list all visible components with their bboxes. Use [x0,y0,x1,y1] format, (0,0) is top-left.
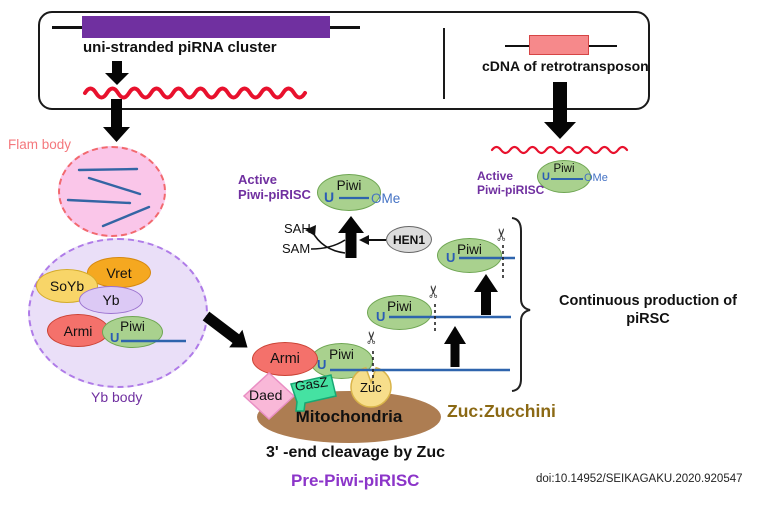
piwi-protein-ybbody: Piwi [102,316,163,348]
rna-squiggle-right [490,145,629,155]
pirna-cluster-gene-rect [82,16,330,38]
cdna-label: cDNA of retrotransposon [482,58,649,74]
sam-label: SAM [282,241,311,256]
piwi-label: Piwi [329,347,354,362]
piwi-pirisc-top: Piwi [437,238,502,273]
arrow-methylation-up [338,216,364,258]
vret-label: Vret [106,264,132,281]
scissors-icon: ✂ [362,330,382,345]
genome-source-box [38,11,650,110]
u-nucleotide: U [110,330,120,345]
cleavage-label: 3' -end cleavage by Zuc [266,444,445,461]
pre-piwi-pirisc-label: Pre-Piwi-piRISC [291,471,420,490]
flam-body-circle [58,146,166,237]
zuc-label: Zuc [360,380,382,395]
piwi-label: Piwi [336,178,362,193]
piwi-pirisc-center: Piwi [317,174,381,211]
yb-label: Yb [102,292,120,308]
cdna-gene-rect [529,35,589,55]
active-pirisc-label-center: Active Piwi-piRISC [238,172,311,202]
armi-label: Armi [63,322,93,339]
u-nucleotide: U [324,189,335,205]
piwi-label: Piwi [120,319,145,334]
u-nucleotide: U [376,309,386,324]
arrow-production-up-2 [444,326,466,367]
sah-label: SAH [284,221,311,236]
piwi-pirisc-middle: Piwi [367,295,432,330]
armi-label: Armi [270,351,300,367]
hen1-reaction-arrows [305,225,386,254]
piwi-label: Piwi [553,163,575,175]
piwi-pirisc-right: Piwi [537,160,591,193]
u-nucleotide: U [542,171,550,183]
ome-modification: OMe [371,191,401,206]
arrow-ybbody-to-mito [202,311,248,348]
ome-modification: OMe [584,172,608,184]
continuous-production-brace [511,217,531,392]
mitochondria-ellipse: Mitochondria [257,391,441,443]
piwi-label: Piwi [387,299,412,314]
yb-protein: Yb [79,286,143,314]
daed-label: Daed [249,387,283,403]
scissors-icon: ✂ [424,284,444,299]
hen1-enzyme: HEN1 [386,226,432,253]
hen1-label: HEN1 [392,232,425,247]
uni-cluster-label: uni-stranded piRNA cluster [83,39,277,56]
u-nucleotide: U [317,357,327,372]
soyb-label: SoYb [49,278,85,294]
armi-protein: Armi [47,314,109,347]
mitochondria-label: Mitochondria [295,407,403,426]
zuc-zucchini-label: Zuc:Zucchini [447,401,556,421]
arrow-production-up-1 [474,274,498,315]
armi-protein-mito: Armi [252,342,318,376]
flam-body-label: Flam body [8,137,72,152]
active-pirisc-label-right: Active Piwi-piRISC [477,169,545,197]
box-divider-line [443,28,445,99]
u-nucleotide: U [446,250,456,265]
continuous-production-label: Continuous production of piRSC [559,293,737,328]
soyb-protein: SoYb [36,269,98,303]
piwi-label: Piwi [457,242,482,257]
yb-body-label: Yb body [91,389,143,405]
doi-reference: doi:10.14952/SEIKAGAKU.2020.920547 [536,473,743,485]
scissors-icon: ✂ [492,227,512,242]
